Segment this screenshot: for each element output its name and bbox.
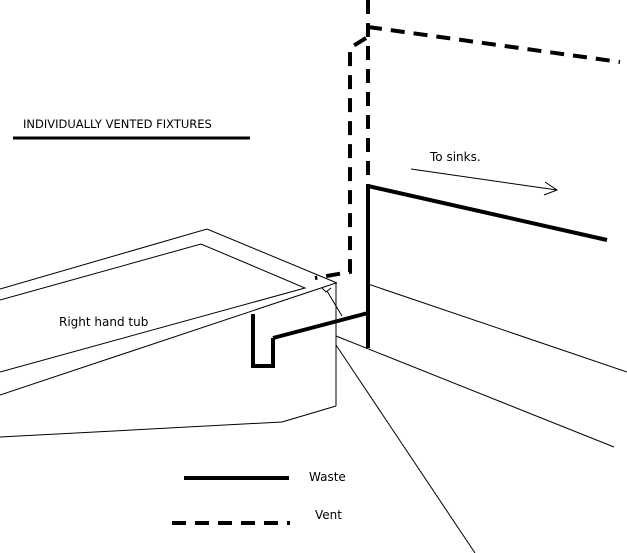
diagram-title: INDIVIDUALLY VENTED FIXTURES xyxy=(23,117,212,131)
tub-label: Right hand tub xyxy=(59,315,149,329)
legend-waste-label: Waste xyxy=(309,470,346,484)
waste-piping xyxy=(251,184,608,368)
bathtub xyxy=(0,228,338,438)
overflow-connector xyxy=(321,287,343,317)
to-sinks-arrow xyxy=(410,168,559,196)
to-sinks-label: To sinks. xyxy=(430,150,481,164)
vent-piping xyxy=(314,0,621,280)
legend-vent-label: Vent xyxy=(315,508,342,522)
room-walls xyxy=(335,283,627,553)
